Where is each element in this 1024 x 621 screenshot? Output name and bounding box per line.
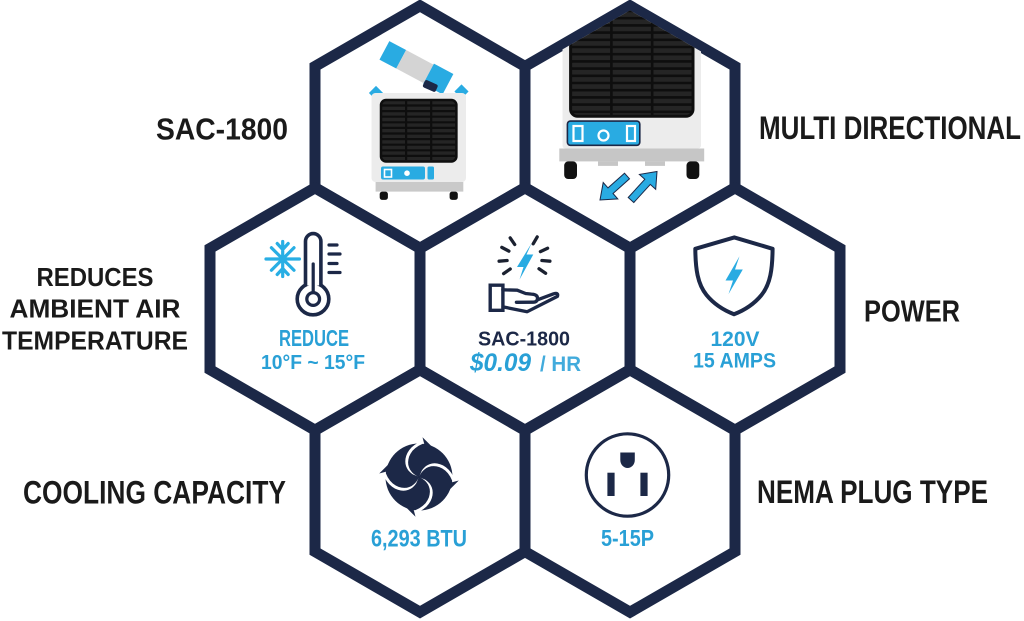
svg-text:AMBIENT AIR: AMBIENT AIR	[10, 293, 181, 323]
svg-text:NEMA PLUG TYPE: NEMA PLUG TYPE	[757, 474, 988, 510]
svg-text:COOLING CAPACITY: COOLING CAPACITY	[23, 475, 286, 511]
svg-text:SAC-1800: SAC-1800	[156, 111, 288, 146]
svg-text:SAC-1800: SAC-1800	[478, 328, 570, 351]
svg-text:/ HR: / HR	[540, 353, 581, 376]
svg-text:6,293 BTU: 6,293 BTU	[371, 526, 467, 553]
svg-text:120V: 120V	[711, 327, 761, 351]
svg-text:TEMPERATURE: TEMPERATURE	[2, 325, 188, 355]
svg-text:5-15P: 5-15P	[601, 525, 654, 551]
svg-text:REDUCE: REDUCE	[279, 325, 349, 351]
svg-text:REDUCES: REDUCES	[37, 262, 154, 292]
svg-text:MULTI DIRECTIONAL: MULTI DIRECTIONAL	[759, 110, 1021, 146]
svg-text:POWER: POWER	[864, 293, 960, 328]
svg-text:15 AMPS: 15 AMPS	[693, 349, 776, 373]
svg-text:10°F ~ 15°F: 10°F ~ 15°F	[261, 352, 365, 374]
svg-text:$0.09: $0.09	[469, 349, 531, 377]
